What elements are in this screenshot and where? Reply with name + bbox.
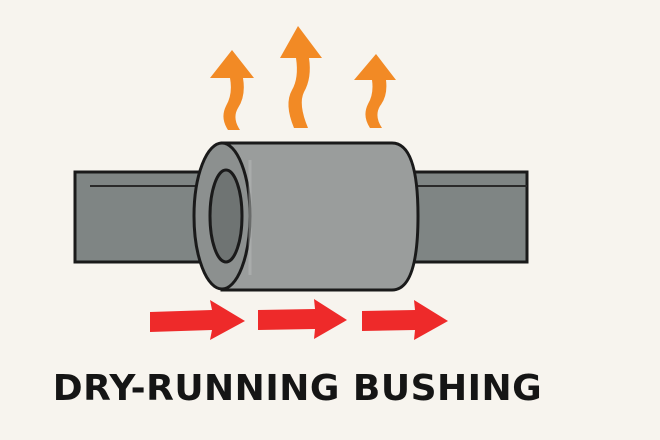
heat-arrow-center: [280, 26, 322, 128]
diagram-title: DRY-RUNNING BUSHING: [52, 368, 543, 409]
motion-arrows: [150, 299, 448, 340]
bushing: [192, 141, 420, 292]
heat-arrows: [210, 26, 396, 130]
heat-arrow-left: [210, 50, 254, 130]
motion-arrow-1: [150, 300, 245, 340]
motion-arrow-3: [362, 300, 448, 340]
heat-arrow-right: [354, 54, 396, 128]
motion-arrow-2: [258, 299, 347, 339]
